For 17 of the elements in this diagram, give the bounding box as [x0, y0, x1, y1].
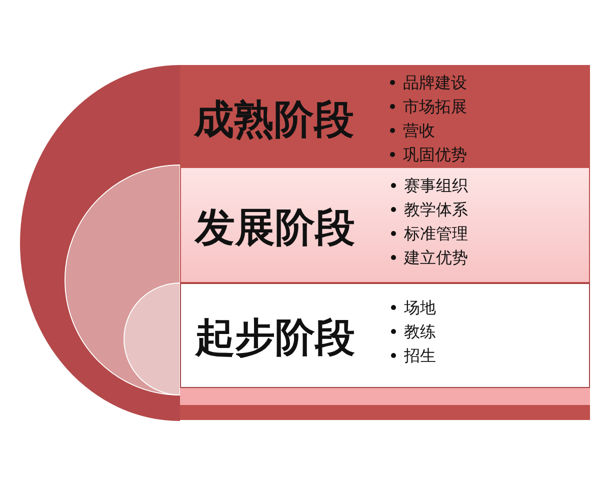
stage-band [180, 65, 590, 167]
stage-band [180, 167, 590, 283]
list-item: 教练 [404, 322, 436, 341]
list-item: 营收 [403, 121, 435, 140]
list-item: 赛事组织 [404, 176, 468, 195]
list-item: 市场拓展 [403, 97, 467, 116]
stage-title: 起步阶段 [195, 313, 355, 363]
list-item: 建立优势 [404, 248, 468, 267]
list-item: 教学体系 [404, 200, 468, 219]
stage-band [180, 283, 590, 388]
list-item: 品牌建设 [403, 73, 467, 92]
stage-title: 发展阶段 [195, 203, 355, 253]
list-item: 招生 [404, 346, 436, 365]
list-item: 巩固优势 [403, 145, 467, 164]
list-item: 标准管理 [404, 224, 468, 243]
list-item: 场地 [404, 298, 436, 317]
stage-title: 成熟阶段 [194, 95, 354, 145]
